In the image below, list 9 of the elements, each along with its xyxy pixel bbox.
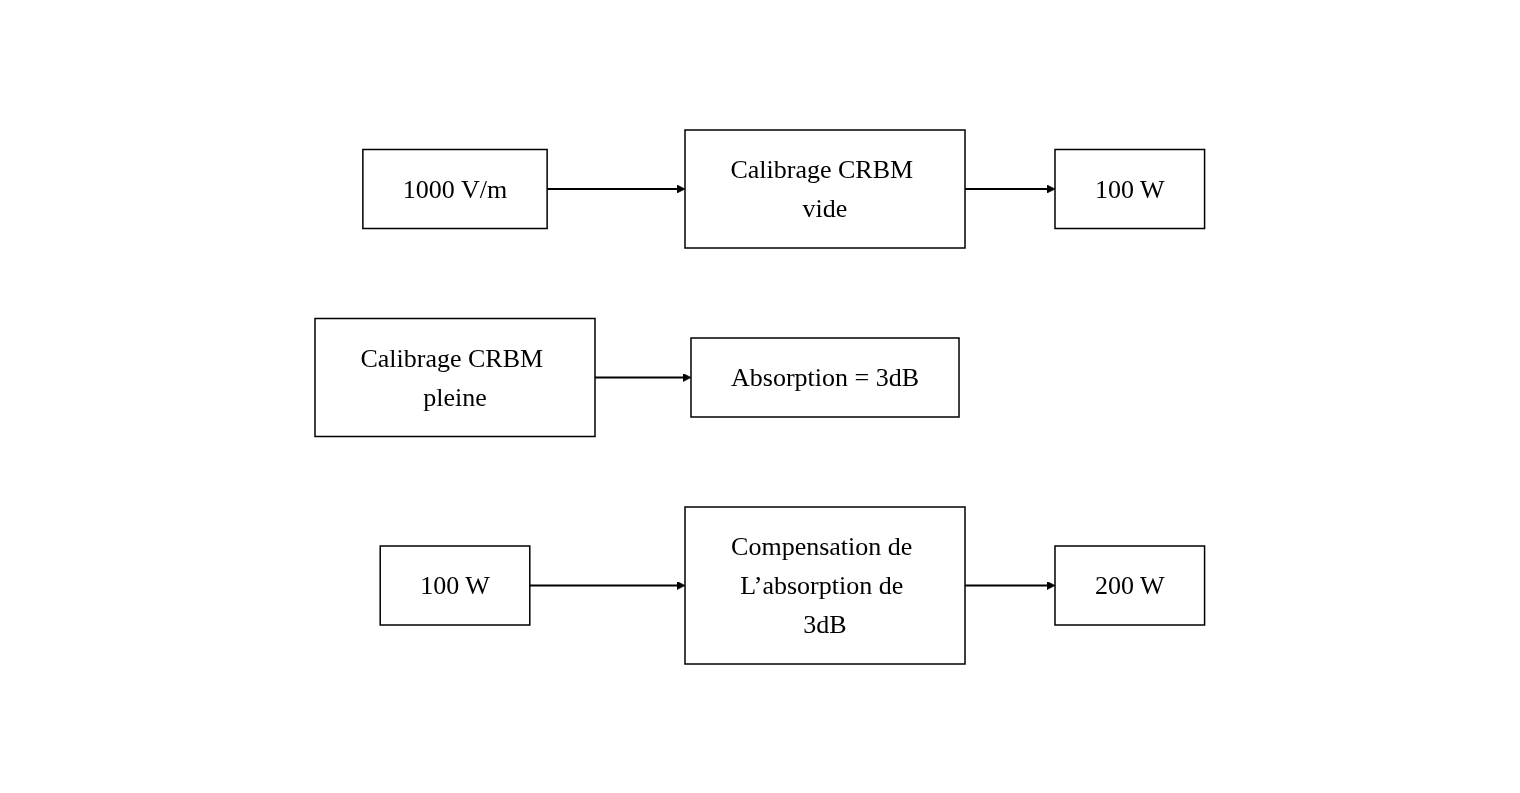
node-box: Calibrage CRBM pleine [314,317,596,437]
node-box: Absorption = 3dB [690,336,960,418]
node-box: 200 W [1054,544,1206,626]
node-box: Calibrage CRBM vide [684,128,966,249]
node-box: 100 W [379,544,531,626]
node-box: Compensation de L’absorption de 3dB [684,505,966,665]
node-box: 100 W [1054,148,1206,229]
node-box: 1000 V/m [362,148,549,229]
arrow [529,580,686,590]
